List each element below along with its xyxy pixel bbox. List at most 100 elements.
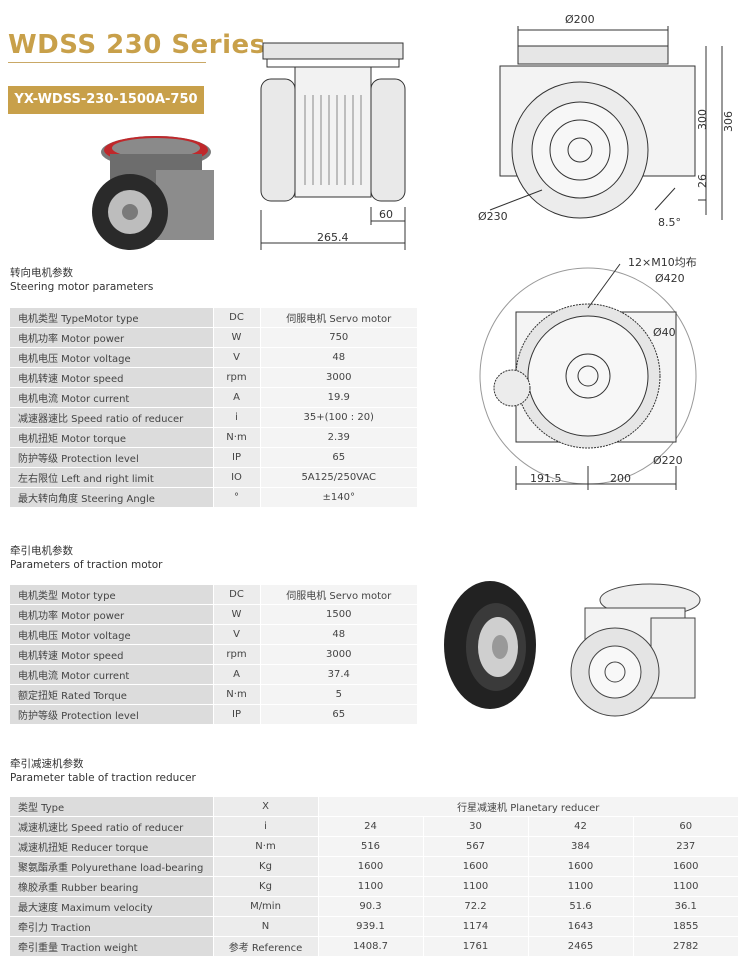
reducer-cell-unit: Kg xyxy=(212,876,318,897)
steering-cell-value: 19.9 xyxy=(259,387,417,408)
steering-cell-name: 电机转速 Motor speed xyxy=(10,367,213,388)
reducer-cell-value: 939.1 xyxy=(317,916,423,937)
traction-cell-name: 额定扭矩 Rated Torque xyxy=(10,684,213,705)
reducer-cell-unit: 参考 Reference xyxy=(212,936,318,957)
steering-title: 转向电机参数 Steering motor parameters xyxy=(10,266,153,294)
reducer-title: 牵引减速机参数 Parameter table of traction redu… xyxy=(10,757,196,785)
reducer-cell-value: 1761 xyxy=(422,936,528,957)
steering-cell-value: 3000 xyxy=(259,367,417,388)
reducer-cell-name: 橡胶承重 Rubber bearing xyxy=(10,876,213,897)
reducer-cell-value: 2782 xyxy=(632,936,738,957)
reducer-header-unit: X xyxy=(212,797,318,817)
traction-title-cn: 牵引电机参数 xyxy=(10,545,73,557)
reducer-cell-value: 1100 xyxy=(632,876,738,897)
steering-cell-value: 65 xyxy=(259,447,417,468)
steering-row: 最大转向角度 Steering Angle°±140° xyxy=(10,487,417,508)
top-dim-w1: 191.5 xyxy=(530,472,562,485)
reducer-cell-value: 1174 xyxy=(422,916,528,937)
reducer-title-cn: 牵引减速机参数 xyxy=(10,758,84,770)
reducer-cell-value: 1100 xyxy=(317,876,423,897)
front-dim-width: 265.4 xyxy=(317,231,349,244)
reducer-cell-value: 2465 xyxy=(527,936,633,957)
traction-cell-unit: IP xyxy=(212,704,260,725)
traction-title: 牵引电机参数 Parameters of traction motor xyxy=(10,544,163,572)
steering-title-cn: 转向电机参数 xyxy=(10,267,73,279)
traction-cell-name: 电机电压 Motor voltage xyxy=(10,624,213,645)
reducer-cell-value: 36.1 xyxy=(632,896,738,917)
traction-cell-name: 防护等级 Protection level xyxy=(10,704,213,725)
side-view-drawing: Ø200 300 306 26 Ø230 8.5° xyxy=(478,13,735,229)
steering-cell-value: ±140° xyxy=(259,487,417,508)
traction-cell-unit: rpm xyxy=(212,644,260,665)
steering-cell-value: 伺服电机 Servo motor xyxy=(259,308,417,328)
reducer-cell-value: 237 xyxy=(632,836,738,857)
steering-cell-value: 5A125/250VAC xyxy=(259,467,417,488)
front-view-drawing: 60 265.4 xyxy=(260,42,406,250)
model-badge: YX-WDSS-230-1500A-750 xyxy=(8,86,204,114)
reducer-header-row: 类型 Type X 行星减速机 Planetary reducer xyxy=(10,797,738,817)
traction-cell-unit: N·m xyxy=(212,684,260,705)
reducer-cell-value: 1855 xyxy=(632,916,738,937)
reducer-header-value: 行星减速机 Planetary reducer xyxy=(317,797,738,817)
reducer-cell-value: 1600 xyxy=(632,856,738,877)
steering-cell-unit: N·m xyxy=(212,427,260,448)
side-dim-h1: 300 xyxy=(696,109,709,130)
reducer-cell-value: 1408.7 xyxy=(317,936,423,957)
reducer-cell-name: 减速机扭矩 Reducer torque xyxy=(10,836,213,857)
steering-cell-unit: V xyxy=(212,347,260,368)
steering-cell-name: 防护等级 Protection level xyxy=(10,447,213,468)
top-dim-note: 12×M10均布 xyxy=(628,256,697,269)
side-dim-h3: 26 xyxy=(696,174,709,188)
traction-cell-value: 37.4 xyxy=(259,664,417,685)
reducer-cell-unit: Kg xyxy=(212,856,318,877)
top-dim-w2: 200 xyxy=(610,472,631,485)
steering-cell-name: 最大转向角度 Steering Angle xyxy=(10,487,213,508)
steering-cell-unit: ° xyxy=(212,487,260,508)
reducer-cell-value: 30 xyxy=(422,816,528,837)
reducer-cell-value: 1100 xyxy=(422,876,528,897)
front-dim-wheel: 60 xyxy=(379,208,393,221)
reducer-cell-value: 24 xyxy=(317,816,423,837)
reducer-cell-name: 牵引重量 Traction weight xyxy=(10,936,213,957)
reducer-cell-unit: M/min xyxy=(212,896,318,917)
reducer-cell-name: 最大速度 Maximum velocity xyxy=(10,896,213,917)
traction-cell-value: 1500 xyxy=(259,604,417,625)
series-title: WDSS 230 Series xyxy=(8,30,266,60)
steering-cell-unit: i xyxy=(212,407,260,428)
side-dim-top: Ø200 xyxy=(565,13,595,26)
reducer-cell-value: 516 xyxy=(317,836,423,857)
top-dim-d40: Ø40 xyxy=(653,326,676,339)
reducer-cell-value: 1600 xyxy=(317,856,423,877)
side-dim-angle: 8.5° xyxy=(658,216,681,229)
top-view-drawing: 12×M10均布 Ø420 Ø40 Ø220 191.5 200 xyxy=(479,256,697,490)
reducer-cell-value: 384 xyxy=(527,836,633,857)
steering-cell-unit: IP xyxy=(212,447,260,468)
reducer-cell-value: 1643 xyxy=(527,916,633,937)
steering-cell-name: 左右限位 Left and right limit xyxy=(10,467,213,488)
reducer-cell-name: 牵引力 Traction xyxy=(10,916,213,937)
side-dim-wheel: Ø230 xyxy=(478,210,508,223)
steering-cell-value: 48 xyxy=(259,347,417,368)
reducer-cell-value: 90.3 xyxy=(317,896,423,917)
drive-unit-lineart xyxy=(570,583,701,717)
top-dim-d420: Ø420 xyxy=(655,272,685,285)
steering-cell-value: 35+(100 : 20) xyxy=(259,407,417,428)
traction-cell-value: 伺服电机 Servo motor xyxy=(259,585,417,605)
traction-cell-unit: DC xyxy=(212,585,260,605)
side-dim-h2: 306 xyxy=(722,111,735,132)
reducer-cell-value: 1600 xyxy=(527,856,633,877)
traction-title-en: Parameters of traction motor xyxy=(10,559,163,571)
traction-cell-unit: V xyxy=(212,624,260,645)
